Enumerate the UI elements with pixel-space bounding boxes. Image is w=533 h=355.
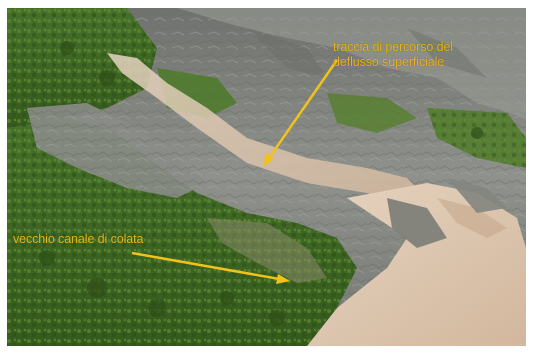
arrow-lower xyxy=(131,251,286,282)
landscape-illustration xyxy=(7,8,526,346)
runoff-track xyxy=(107,53,427,208)
arrow-upper xyxy=(265,59,339,162)
landscape-photo xyxy=(7,8,526,346)
runoff-label-line1: traccia di percorso del xyxy=(333,40,453,54)
old-channel-label: vecchio canale di colata xyxy=(13,232,144,246)
runoff-label-line2: deflusso superficiale xyxy=(333,55,445,69)
old-debris-channel xyxy=(207,218,327,283)
runoff-track-label: traccia di percorso del deflusso superfi… xyxy=(333,40,518,70)
